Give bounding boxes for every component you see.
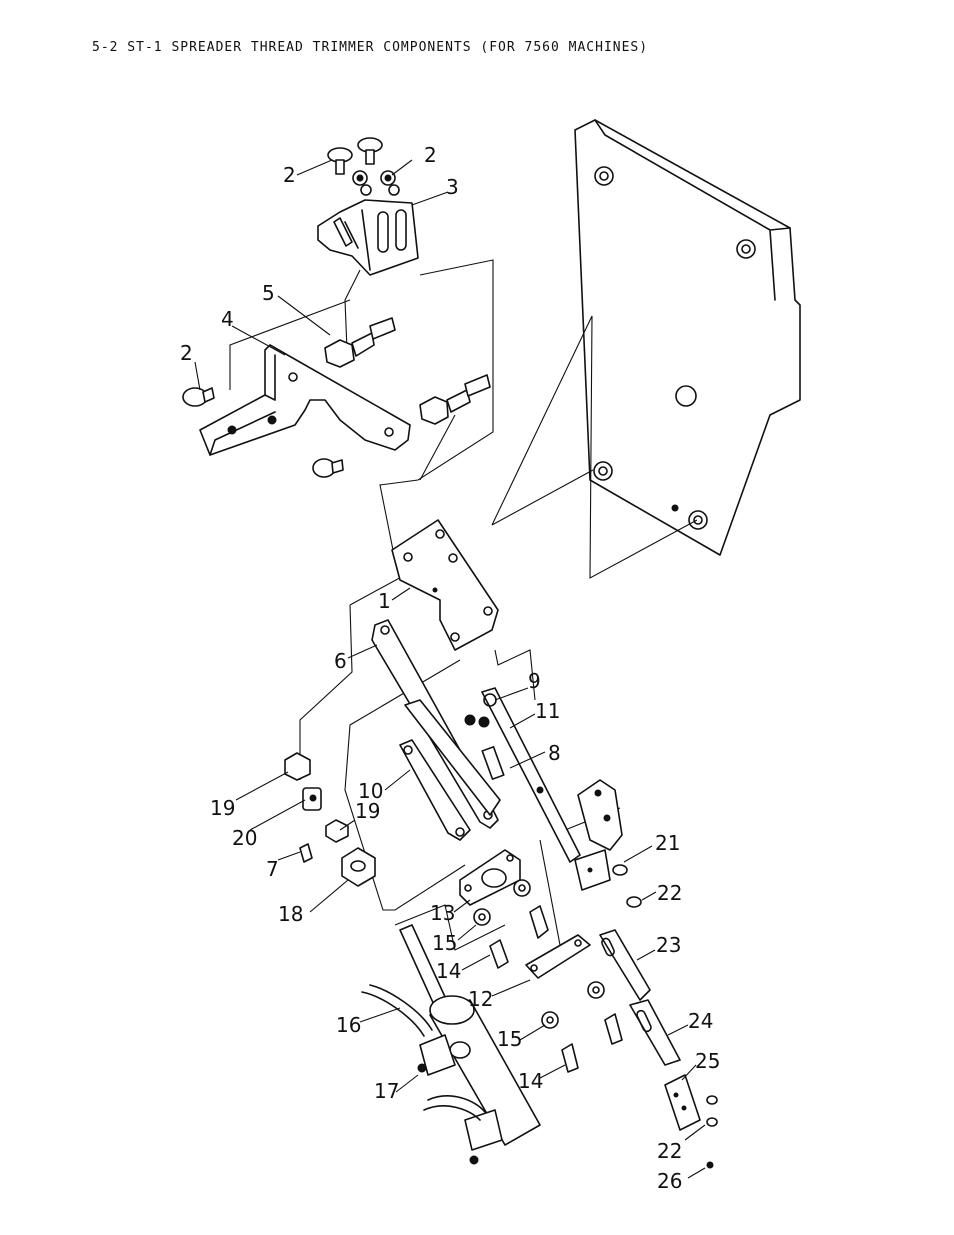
callout-14-lower: 14 (518, 1069, 543, 1093)
callout-2-left: 2 (180, 341, 193, 365)
callout-19-left: 19 (210, 796, 235, 820)
mounting-plate (574, 119, 801, 556)
callout-22-upper: 22 (657, 881, 682, 905)
part-22-26-knife-stack (574, 849, 718, 1169)
callout-23: 23 (656, 933, 681, 957)
callout-7: 7 (266, 857, 279, 881)
callout-leaders (194, 159, 706, 1179)
page-title: 5-2 ST-1 SPREADER THREAD TRIMMER COMPONE… (92, 40, 649, 55)
part-5-studs (324, 317, 491, 425)
callout-16: 16 (336, 1013, 361, 1037)
callout-15-upper: 15 (432, 931, 457, 955)
left-hardware-nuts (284, 752, 376, 887)
callout-14-upper: 14 (436, 959, 461, 983)
callout-26: 26 (657, 1169, 682, 1193)
part-4-lower-bracket (182, 344, 411, 478)
callout-6: 6 (334, 649, 347, 673)
callout-11: 11 (535, 699, 560, 723)
callout-4: 4 (221, 307, 234, 331)
callout-25: 25 (695, 1049, 720, 1073)
part-13-center-bracket (459, 849, 549, 969)
part-11-link (464, 687, 581, 863)
callout-12: 12 (468, 987, 493, 1011)
callout-labels: 2 2 3 5 4 2 1 6 9 11 8 10 19 19 20 7 18 … (180, 143, 720, 1193)
part-1-mount-plate (391, 519, 499, 651)
callout-22-lower: 22 (657, 1139, 682, 1163)
callout-9: 9 (528, 669, 541, 693)
callout-1: 1 (378, 589, 391, 613)
callout-2-top-left: 2 (283, 163, 296, 187)
callout-18: 18 (278, 902, 303, 926)
callout-19-right: 19 (355, 799, 380, 823)
callout-24: 24 (688, 1009, 713, 1033)
callout-5: 5 (262, 281, 275, 305)
part-16-air-cylinder (361, 924, 541, 1165)
callout-2-top-right: 2 (424, 143, 437, 167)
callout-3: 3 (446, 175, 459, 199)
part-21-bracket (577, 779, 628, 876)
part-3-upper-bracket (317, 137, 419, 276)
callout-21: 21 (655, 831, 680, 855)
callout-15-lower: 15 (497, 1027, 522, 1051)
part-12-link (525, 934, 623, 1073)
callout-13: 13 (430, 901, 455, 925)
callout-10: 10 (358, 779, 383, 803)
callout-8: 8 (548, 741, 561, 765)
callout-20: 20 (232, 826, 257, 850)
part-10-link (399, 699, 501, 841)
callout-17: 17 (374, 1079, 399, 1103)
